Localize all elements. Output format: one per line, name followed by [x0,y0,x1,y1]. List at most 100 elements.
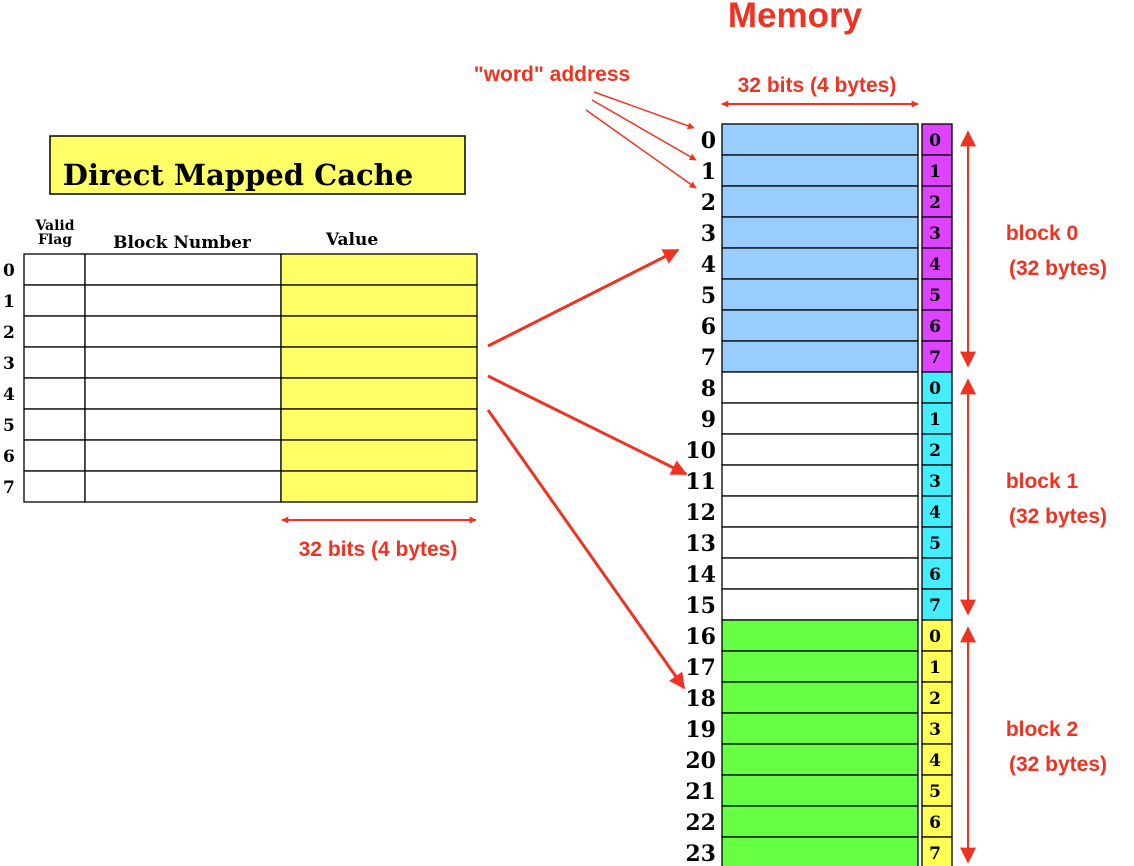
cache-col-block-number: Block Number [113,233,252,253]
word-address-label: 17 [685,655,716,681]
cache-row-label: 0 [3,261,15,281]
byte-offset-cell [921,402,953,435]
cache-value-cell [280,470,478,503]
memory-word-cell [721,712,919,745]
word-address-arrow-1 [591,99,697,161]
mapping-arrow-block1 [487,374,688,476]
cache-col-value: Value [325,230,378,250]
byte-offset-label: 3 [929,224,941,244]
cache-block-number-cell [84,408,282,441]
byte-offset-label: 2 [929,441,941,461]
word-address-label: 19 [685,717,716,743]
word-address-label: 0 [701,128,716,154]
byte-offset-label: 0 [929,131,941,151]
byte-offset-label: 7 [929,348,941,368]
byte-offset-label: 4 [929,503,941,523]
memory-word-cell [721,433,919,466]
byte-offset-cell [921,464,953,497]
word-address-label: 7 [701,345,716,371]
block-size-label: (32 bytes) [1009,257,1107,280]
word-address-label: 10 [685,438,716,464]
cache-block-number-cell [84,439,282,472]
word-address-label: "word" address [474,63,630,86]
byte-offset-label: 3 [929,472,941,492]
byte-offset-label: 6 [929,317,941,337]
byte-offset-cell [921,340,953,373]
word-address-arrow-2 [585,109,697,189]
cache-value-cell [280,377,478,410]
memory-word-column [721,123,919,866]
byte-offset-label: 3 [929,720,941,740]
cache-row-label: 2 [3,323,15,343]
memory-word-cell [721,309,919,342]
byte-offset-cell [921,743,953,776]
memory-word-cell [721,340,919,373]
memory-width-label: 32 bits (4 bytes) [738,74,897,97]
mapping-arrows [486,248,688,690]
byte-offset-cell [921,588,953,621]
cache-valid-cell [23,315,86,348]
block-size-label: (32 bytes) [1009,505,1107,528]
block-name-label: block 0 [1006,222,1078,245]
cache-row-label: 6 [3,447,15,467]
byte-offset-label: 5 [929,782,941,802]
word-address-label: 18 [685,686,716,712]
memory-word-cell [721,650,919,683]
byte-offset-label: 7 [929,844,941,864]
word-address-arrows [585,91,697,189]
memory-word-cell [721,743,919,776]
cache-value-cell [280,284,478,317]
block-size-label: (32 bytes) [1009,753,1107,776]
cache-title-box [49,135,466,195]
cache-row-label: 3 [3,354,15,374]
word-address-label: 4 [701,252,716,278]
cache-value-cell [280,439,478,472]
memory-word-cell [721,185,919,218]
byte-offset-label: 1 [929,410,941,430]
word-address-label: 6 [701,314,716,340]
byte-offset-label: 0 [929,627,941,647]
word-address-label: 21 [685,779,716,805]
cache-block-number-cell [84,284,282,317]
word-address-label: 16 [685,624,716,650]
byte-offset-cell [921,526,953,559]
cache-row-label: 4 [3,385,15,405]
byte-offset-label: 2 [929,689,941,709]
cache-valid-cell [23,253,86,286]
byte-offset-label: 6 [929,565,941,585]
memory-word-cell [721,278,919,311]
memory-word-cell [721,464,919,497]
memory-word-cell [721,557,919,590]
memory-word-cell [721,805,919,838]
byte-offset-cell [921,681,953,714]
cache-valid-cell [23,470,86,503]
memory-word-cell [721,836,919,866]
byte-offset-label: 0 [929,379,941,399]
memory-word-cell [721,154,919,187]
memory-word-cell [721,588,919,621]
block-indicators: block 0(32 bytes)block 1(32 bytes)block … [960,130,1107,864]
word-address-label: 11 [685,469,716,495]
word-address-label: 14 [685,562,716,588]
memory-title: Memory [728,0,863,35]
byte-offset-label: 4 [929,255,941,275]
cache-row-label: 7 [3,478,15,498]
byte-offset-label: 1 [929,162,941,182]
word-address-label: 8 [701,376,716,402]
cache-valid-cell [23,377,86,410]
cache-value-cell [280,253,478,286]
memory-word-cell [721,247,919,280]
cache-row-label: 5 [3,416,15,436]
cache-block-number-cell [84,253,282,286]
word-address-label: 13 [685,531,716,557]
byte-offset-label: 4 [929,751,941,771]
memory-word-cell [721,371,919,404]
byte-offset-label: 7 [929,596,941,616]
byte-offset-label: 5 [929,286,941,306]
cache-valid-cell [23,346,86,379]
word-address-label: 9 [701,407,716,433]
cache-block-number-cell [84,346,282,379]
